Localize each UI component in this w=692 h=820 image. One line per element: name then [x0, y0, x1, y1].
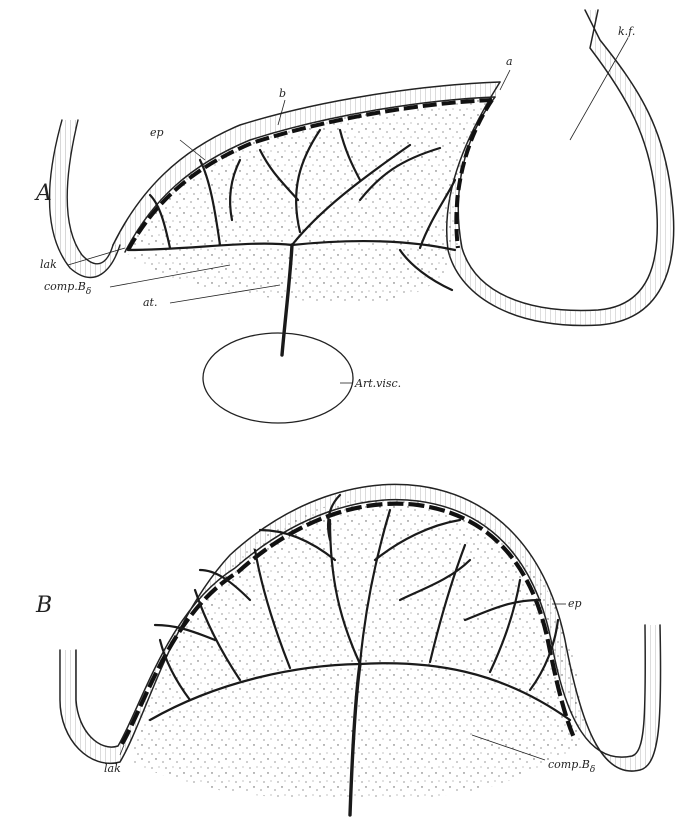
label-comp-a: comp.Bδ [44, 280, 91, 297]
label-a-a: a [506, 55, 513, 68]
label-artvisc-a: Art.visc. [354, 377, 401, 390]
figure-b: B [35, 484, 661, 815]
figure-a: A [34, 10, 674, 423]
label-ep-b: ep [568, 597, 582, 610]
label-comp-b: comp.Bδ [548, 758, 595, 775]
panel-label-b: B [35, 593, 52, 618]
leader-a-a [500, 70, 510, 90]
label-kf-a: k.f. [618, 25, 635, 38]
visceral-artery-a [203, 333, 353, 423]
label-comp-b-sub: δ [590, 765, 595, 775]
epithelium-right-loop-a-inner [458, 10, 657, 310]
connective-tissue-a [125, 97, 495, 303]
label-comp-a-main: comp.B [44, 280, 86, 293]
label-at-a: at. [143, 296, 157, 309]
label-ep-a: ep [150, 126, 164, 139]
label-lak-a: lak [40, 258, 57, 271]
label-lak-b: lak [104, 762, 121, 775]
label-comp-a-sub: δ [86, 287, 91, 297]
label-b-a: b [279, 87, 286, 100]
label-comp-b-main: comp.B [548, 758, 590, 771]
